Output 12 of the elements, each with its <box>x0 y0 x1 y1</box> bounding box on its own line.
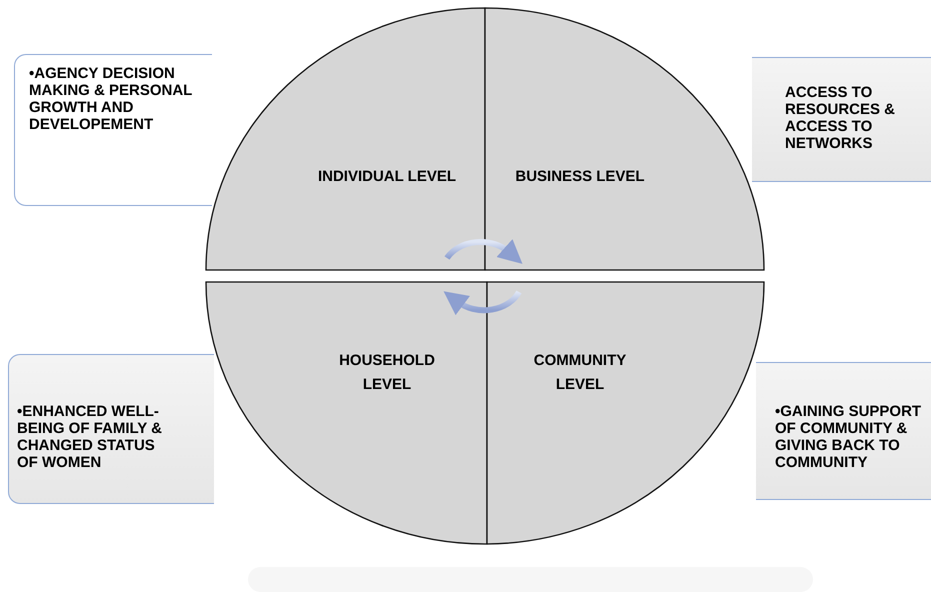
quadrant-label: HOUSEHOLD LEVEL <box>338 351 436 395</box>
text-box <box>756 362 931 500</box>
box-text: •GAINING SUPPORT OF COMMUNITY & GIVING BACK TO COMMUNITY <box>775 403 922 471</box>
text-box <box>14 54 212 206</box>
box-text: •AGENCY DECISION MAKING & PERSONAL GROWTH AND DEVELOPEMENT <box>29 65 194 133</box>
quadrant-label: INDIVIDUAL LEVEL <box>316 168 458 185</box>
quadrant-label: COMMUNITY LEVEL <box>532 351 628 395</box>
box-text: •ENHANCED WELL-BEING OF FAMILY & CHANGED STATUS OF WOMEN <box>17 403 164 471</box>
text-box <box>8 354 214 504</box>
box-text: ACCESS TO RESOURCES & ACCESS TO NETWORKS <box>785 84 896 152</box>
quadrant-label: BUSINESS LEVEL <box>514 168 646 185</box>
text-box <box>752 57 931 182</box>
